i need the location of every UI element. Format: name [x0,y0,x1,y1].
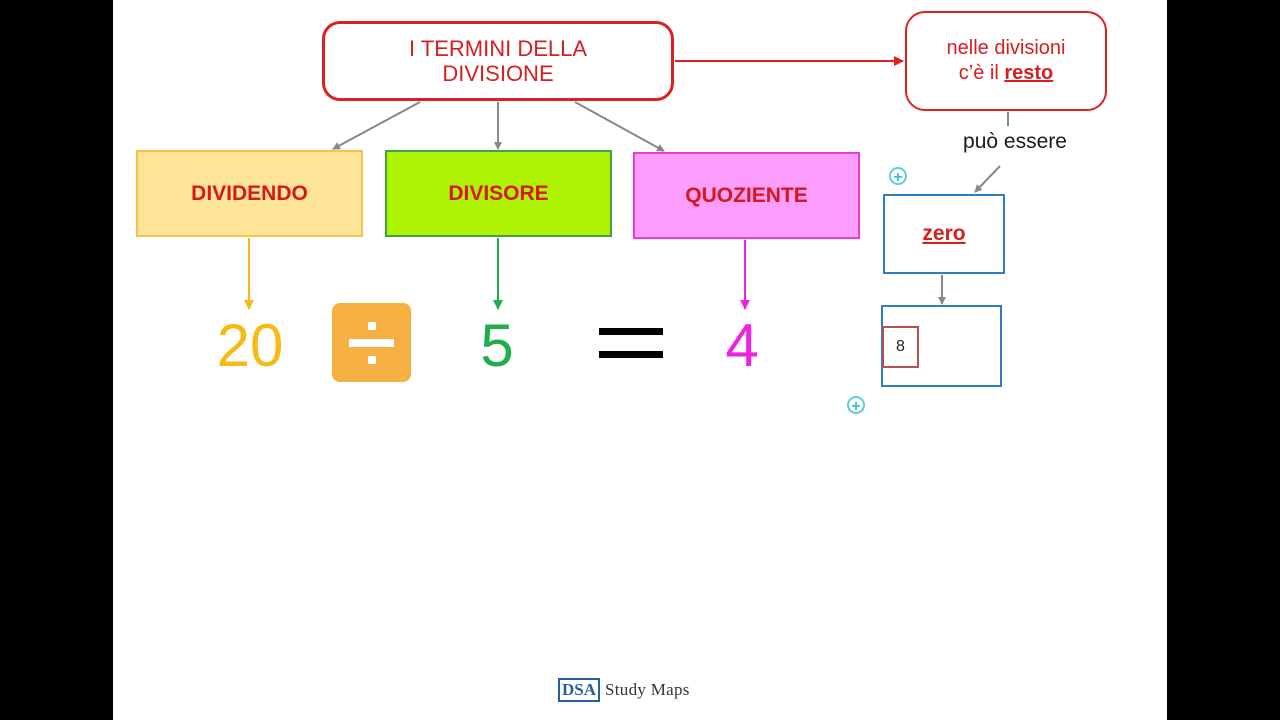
resto-line-2-prefix: c’è il [958,62,1005,84]
link-label: può essere [963,130,1067,153]
division-sign-top-dot [368,322,376,330]
division-sign-bar [349,339,394,347]
title-line-1: I TERMINI DELLA [408,36,588,61]
quoziente-label: QUOZIENTE [685,183,808,207]
quoziente-node[interactable]: QUOZIENTE [633,152,860,239]
division-sign-bottom-dot [368,356,376,364]
dividend-number: 20 [216,312,284,379]
title-node[interactable]: I TERMINI DELLA DIVISIONE [322,21,674,101]
remainder-value: 8 [896,338,905,355]
dividendo-label: DIVIDENDO [191,181,308,205]
zero-label: zero [922,222,966,245]
dividendo-node[interactable]: DIVIDENDO [136,150,363,237]
divisor-number: 5 [480,312,514,379]
add-node-icon[interactable]: + [889,167,907,186]
divisore-label: DIVISORE [448,181,549,205]
arrow-label-to-zero [974,165,1001,193]
logo-text: Study Maps [605,680,690,699]
resto-line-1: nelle divisioni [946,37,1066,59]
quotient-number: 4 [725,312,759,379]
remainder-value-box[interactable]: 8 [882,326,919,368]
title-line-2: DIVISIONE [442,61,554,86]
equals-sign-lower-bar [599,351,663,358]
arrow-title-to-dividendo [332,101,421,150]
resto-keyword: resto [1004,62,1054,84]
logo: DSA Study Maps [558,678,690,702]
arrow-title-to-quoziente [574,101,665,152]
division-sign-icon [332,303,411,382]
divisore-node[interactable]: DIVISORE [385,150,612,237]
resto-node[interactable]: nelle divisioni c’è il resto [905,11,1107,111]
equals-sign-icon [599,328,663,335]
resto-line-2: c’è il resto [959,61,1053,86]
remainder-node[interactable]: 8 [881,305,1002,387]
zero-node[interactable]: zero [883,194,1005,274]
add-node-icon[interactable]: + [847,396,865,415]
logo-abbr: DSA [558,678,601,702]
